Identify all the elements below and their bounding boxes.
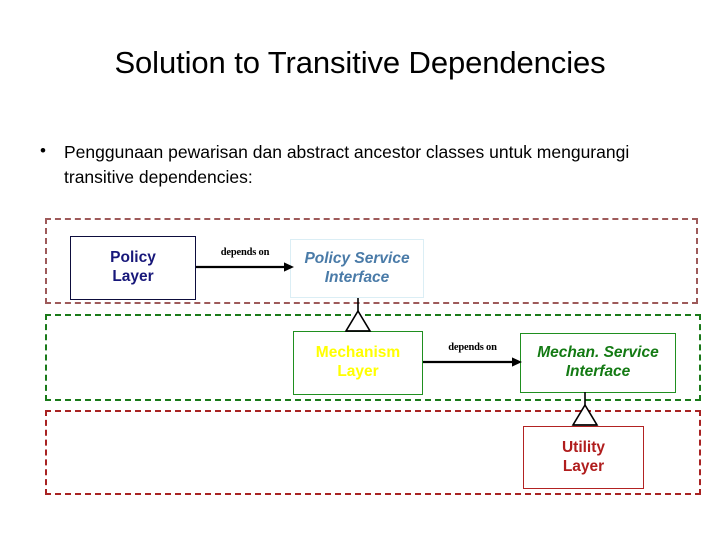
inheritance-link-utility-to-mechanism-service (563, 392, 607, 428)
utility-layer-box[interactable]: Utility Layer (523, 426, 644, 489)
mechanism-service-interface-box[interactable]: Mechan. Service Interface (520, 333, 676, 393)
depends-on-arrow-policy: depends on (196, 247, 294, 275)
bullet-item-text: Penggunaan pewarisan dan abstract ancest… (64, 142, 630, 187)
mechanism-service-interface-label-line2: Interface (565, 363, 631, 380)
depends-on-arrow-mechanism: depends on (423, 342, 522, 370)
policy-layer-region (45, 218, 698, 304)
utility-layer-label-line1: Utility (561, 438, 606, 456)
utility-layer-label-line2: Layer (562, 457, 605, 475)
policy-layer-label-line1: Policy (110, 249, 156, 267)
bullet-list: • Penggunaan pewarisan dan abstract ance… (32, 140, 672, 190)
utility-layer-region (45, 410, 701, 495)
policy-service-interface-box[interactable]: Policy Service Interface (290, 239, 424, 298)
inheritance-link-mechanism-to-policy-service (336, 298, 380, 334)
policy-layer-label-line2: Layer (112, 268, 154, 285)
depends-on-label: depends on (220, 247, 270, 258)
mechanism-layer-label-line1: Mechanism (315, 344, 401, 362)
page-title: Solution to Transitive Dependencies (114, 45, 606, 80)
mechanism-service-interface-label-line1: Mechan. Service (537, 344, 659, 362)
arrow-right-icon (423, 357, 522, 367)
depends-on-label: depends on (448, 342, 497, 353)
inheritance-triangle-icon (344, 298, 372, 332)
arrow-right-icon (196, 262, 294, 272)
list-item: • Penggunaan pewarisan dan abstract ance… (32, 140, 672, 190)
policy-service-interface-label-line2: Interface (324, 268, 390, 286)
mechanism-layer-region (45, 314, 701, 401)
inheritance-triangle-icon (571, 392, 599, 426)
mechanism-layer-box[interactable]: Mechanism Layer (293, 331, 423, 395)
policy-layer-box[interactable]: Policy Layer (70, 236, 196, 300)
policy-service-interface-label-line1: Policy Service (304, 249, 410, 267)
mechanism-layer-label-line2: Layer (337, 363, 379, 380)
bullet-point-icon: • (40, 141, 46, 160)
